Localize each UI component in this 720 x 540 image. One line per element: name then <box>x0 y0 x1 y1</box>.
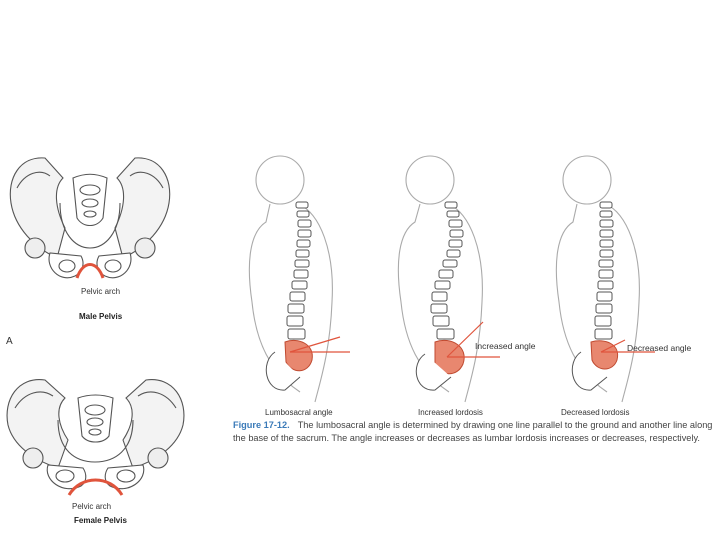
male-arch-label: Pelvic arch <box>81 287 121 296</box>
female-pelvis-title: Female Pelvis <box>74 516 127 525</box>
female-pelvis-illustration <box>6 379 185 496</box>
caption-text: The lumbosacral angle is determined by d… <box>233 420 713 443</box>
spine-figure-increased-lordosis <box>397 155 500 403</box>
spine-3-bottom-label: Decreased lordosis <box>561 408 630 417</box>
figure-number: Figure 17-12. <box>233 420 290 430</box>
panel-letter-a: A <box>6 336 13 347</box>
spine-2-side-label: Increased angle <box>475 341 536 351</box>
spine-figure-lumbosacral <box>248 155 350 403</box>
male-pelvis-title: Male Pelvis <box>79 312 123 321</box>
figure-caption: Figure 17-12.The lumbosacral angle is de… <box>233 419 717 444</box>
spine-3-side-label: Decreased angle <box>627 343 692 353</box>
spine-figure-decreased-lordosis <box>555 155 655 403</box>
female-arch-label: Pelvic arch <box>72 502 112 511</box>
spine-2-bottom-label: Increased lordosis <box>418 408 483 417</box>
spine-1-bottom-label: Lumbosacral angle <box>265 408 333 417</box>
male-pelvis-illustration <box>9 157 171 279</box>
